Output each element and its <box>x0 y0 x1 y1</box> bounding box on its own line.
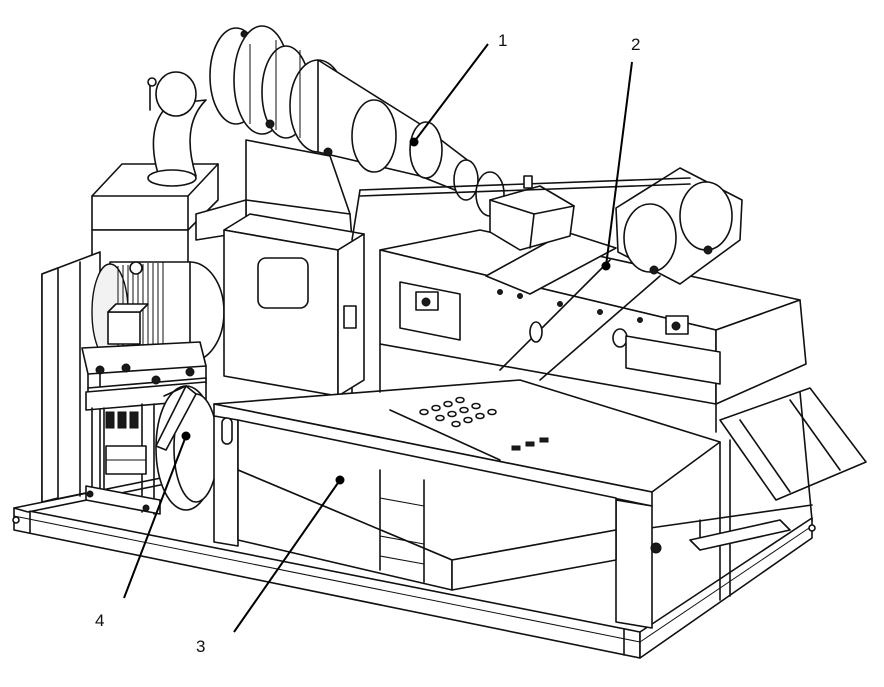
spring-mounts <box>105 411 139 429</box>
right-support-frame <box>650 387 867 601</box>
motor-mount-bolts <box>95 363 195 385</box>
inlet-elbow-pipe <box>147 71 207 187</box>
callout-4-pulley-guard: 4 <box>95 611 105 630</box>
motor-base-frame <box>85 381 207 515</box>
tank-spring-holes <box>419 396 497 428</box>
leader-dot-4 <box>181 431 191 441</box>
leader-line-4 <box>123 435 187 599</box>
motor-support-panel <box>41 251 101 503</box>
leader-line-2 <box>605 61 633 267</box>
leader-line-1 <box>413 43 489 143</box>
leader-lines <box>123 43 633 633</box>
control-box <box>223 213 365 415</box>
vibrating-screen <box>379 229 807 433</box>
leader-dot-3 <box>335 475 345 485</box>
tank-drain-slots <box>511 437 549 451</box>
callout-2-vibrating-screen: 2 <box>631 35 641 54</box>
overflow-pipe <box>351 175 691 241</box>
electric-motor <box>81 261 225 395</box>
leader-dot-2 <box>601 261 611 271</box>
pulley-guard <box>155 385 219 511</box>
callout-1-hydrocyclone: 1 <box>498 31 508 50</box>
vibrator-motors <box>489 167 743 285</box>
leader-dot-1 <box>409 137 419 147</box>
callout-3-settling-tank: 3 <box>196 637 206 656</box>
leader-line-3 <box>233 479 341 633</box>
settling-tank <box>213 379 721 629</box>
screen-bolt-row <box>497 289 643 323</box>
hydrocyclone <box>209 25 505 217</box>
